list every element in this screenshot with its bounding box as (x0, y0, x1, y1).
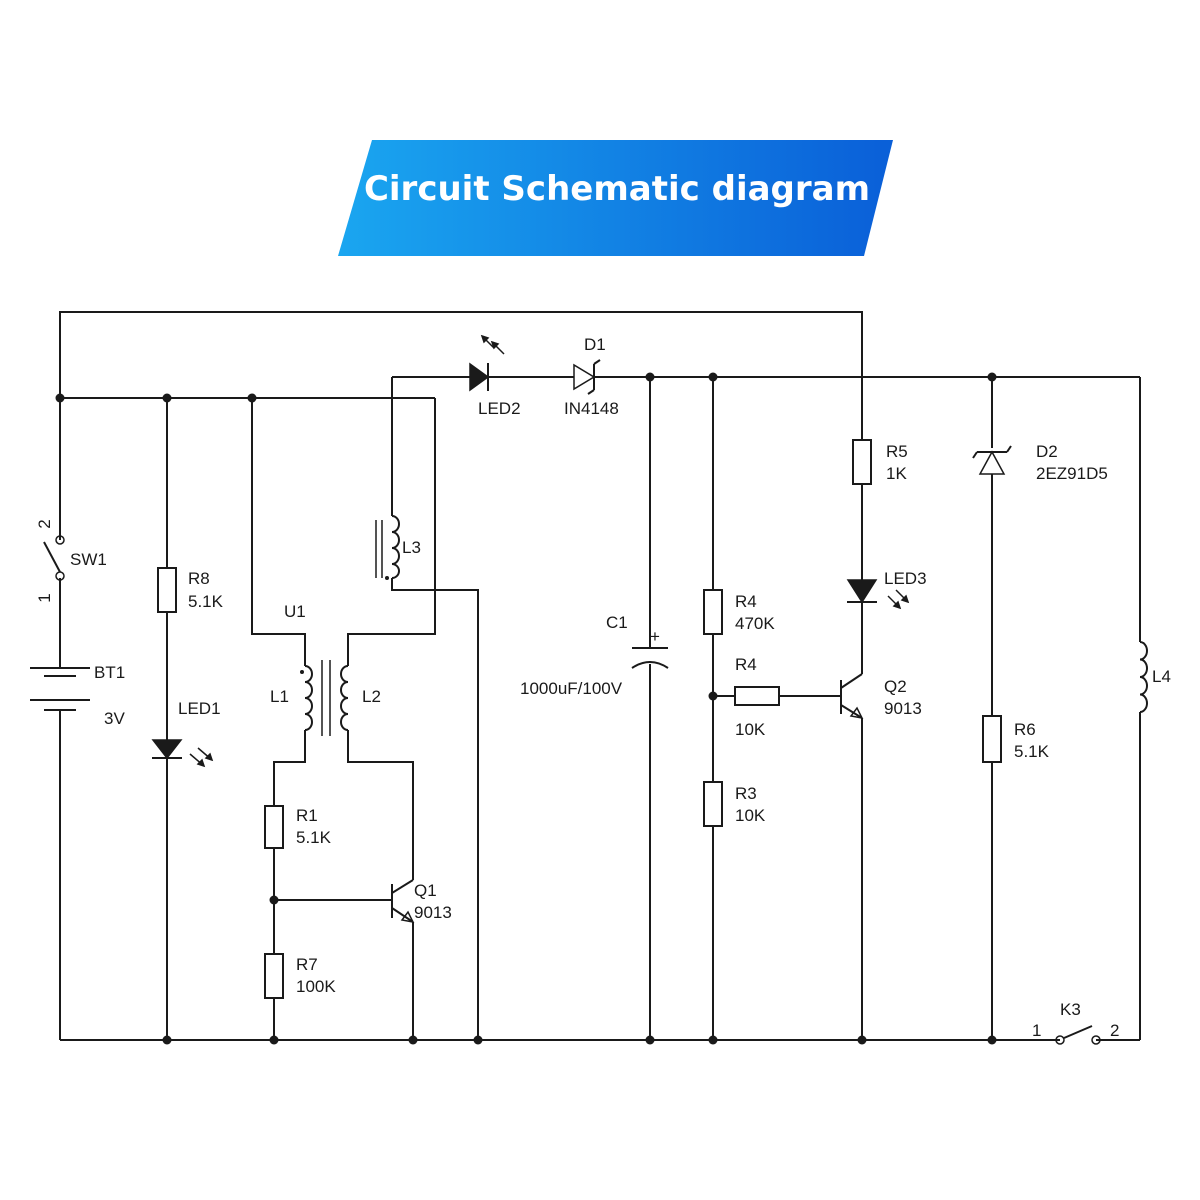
q1-ref-label: Q1 (414, 881, 437, 900)
page-title: Circuit Schematic diagram (364, 169, 870, 209)
c1-value-label: 1000uF/100V (520, 679, 623, 698)
r5-value-label: 1K (886, 464, 907, 483)
r8-ref-label: R8 (188, 569, 210, 588)
r6-value-label: 5.1K (1014, 742, 1050, 761)
led3-ref-label: LED3 (884, 569, 927, 588)
battery-bt1: BT1 3V (30, 663, 125, 728)
d1-value-label: IN4148 (564, 399, 619, 418)
d1-ref-label: D1 (584, 335, 606, 354)
r6-ref-label: R6 (1014, 720, 1036, 739)
switch-sw1: 2 1 SW1 (35, 519, 107, 602)
transformer-u1: U1 L1 L2 (270, 602, 381, 736)
resistor-r1: R1 5.1K (264, 805, 332, 849)
led1-ref-label: LED1 (178, 699, 221, 718)
bt1-value-label: 3V (104, 709, 125, 728)
resistor-r6: R6 5.1K (982, 715, 1050, 763)
resistor-r4-470k: R4 470K (703, 589, 775, 635)
r1-value-label: 5.1K (296, 828, 332, 847)
resistor-r7: R7 100K (264, 953, 336, 999)
r1-ref-label: R1 (296, 806, 318, 825)
inductor-l3: L3 (375, 515, 421, 580)
c1-polarity-label: + (650, 627, 660, 646)
diode-d1: D1 IN4148 (564, 335, 619, 418)
capacitor-c1: + C1 1000uF/100V (520, 613, 669, 698)
r8-value-label: 5.1K (188, 592, 224, 611)
r5-ref-label: R5 (886, 442, 908, 461)
inductor-l4: L4 (1139, 641, 1171, 713)
switch-k3: K3 1 2 (1032, 1000, 1119, 1045)
sw1-pin2-label: 2 (35, 519, 54, 528)
sw1-ref-label: SW1 (70, 550, 107, 569)
transistor-q2: Q2 9013 (840, 673, 922, 720)
resistor-r4-10k: R4 10K (734, 655, 780, 739)
l2-ref-label: L2 (362, 687, 381, 706)
k3-ref-label: K3 (1060, 1000, 1081, 1019)
sw1-pin1-label: 1 (35, 593, 54, 602)
q1-value-label: 9013 (414, 903, 452, 922)
k3-pin1-label: 1 (1032, 1021, 1041, 1040)
led-led3: LED3 (846, 569, 927, 610)
d2-ref-label: D2 (1036, 442, 1058, 461)
r4b-ref-label: R4 (735, 655, 757, 674)
r7-ref-label: R7 (296, 955, 318, 974)
l3-ref-label: L3 (402, 538, 421, 557)
transistor-q1: Q1 9013 (391, 879, 452, 924)
led2-ref-label: LED2 (478, 399, 521, 418)
q2-ref-label: Q2 (884, 677, 907, 696)
junctions (55, 372, 997, 1045)
r3-value-label: 10K (735, 806, 766, 825)
c1-ref-label: C1 (606, 613, 628, 632)
r3-ref-label: R3 (735, 784, 757, 803)
bt1-ref-label: BT1 (94, 663, 125, 682)
title-banner-shape (338, 140, 893, 256)
d2-value-label: 2EZ91D5 (1036, 464, 1108, 483)
resistor-r3: R3 10K (703, 781, 766, 827)
resistor-r5: R5 1K (852, 439, 908, 485)
l1-ref-label: L1 (270, 687, 289, 706)
r7-value-label: 100K (296, 977, 336, 996)
q2-value-label: 9013 (884, 699, 922, 718)
r4a-value-label: 470K (735, 614, 775, 633)
r4a-ref-label: R4 (735, 592, 757, 611)
k3-pin2-label: 2 (1110, 1021, 1119, 1040)
u1-ref-label: U1 (284, 602, 306, 621)
l4-ref-label: L4 (1152, 667, 1171, 686)
resistor-r8: R8 5.1K (157, 567, 224, 613)
zener-diode-d2: D2 2EZ91D5 (972, 442, 1108, 483)
led-led1: LED1 (151, 699, 221, 768)
title-banner: Circuit Schematic diagram (338, 140, 893, 256)
r4b-value-label: 10K (735, 720, 766, 739)
wires (59, 311, 1141, 1041)
led-led2: LED2 (469, 334, 521, 418)
